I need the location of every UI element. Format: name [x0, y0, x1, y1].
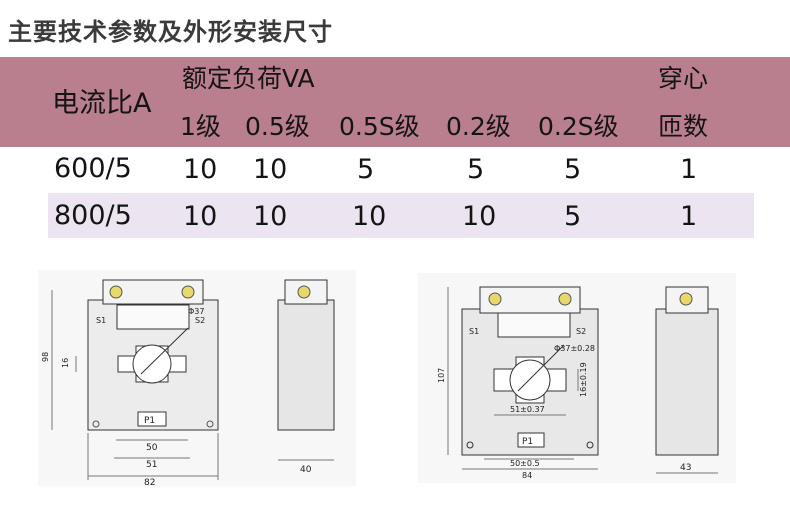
table-row-1-class-0-5: 10	[253, 154, 288, 185]
section-title: 主要技术参数及外形安装尺寸	[8, 18, 333, 46]
table-row-1-turns: 1	[680, 154, 698, 185]
window-dimension: 16	[61, 358, 70, 368]
front-view-right	[447, 286, 599, 470]
side-view-left	[277, 279, 335, 461]
depth-dimension: 40	[300, 465, 312, 475]
depth-dimension-right: 43	[680, 463, 691, 473]
height-dimension-right: 107	[437, 368, 446, 383]
drawing-left-svg: S1 S2 P1 Φ37 98 16 50 51 82 40	[41, 279, 335, 488]
s2-label-right: S2	[576, 327, 586, 336]
table-row-1-class-0-2s: 5	[564, 154, 582, 185]
turns-header-line1: 穿心	[658, 64, 709, 93]
load-column-header: 额定负荷VA	[182, 64, 315, 93]
slot-dimension-right: 51±0.37	[510, 405, 545, 414]
turns-header-line2: 匝数	[658, 112, 709, 141]
table-row-2-turns: 1	[680, 201, 698, 232]
bore-diameter-label-right: Φ37±0.28	[554, 344, 595, 353]
table-row-2-class-0-5: 10	[253, 201, 288, 232]
table-row-band-2	[48, 193, 754, 238]
table-row-1-ratio: 600/5	[54, 153, 132, 184]
side-view-right	[655, 286, 719, 474]
drawing-right: S1 S2 P1 Φ37±0.28 107 16±0.19 51±0.37 50…	[418, 273, 736, 483]
p1-label-right: P1	[522, 437, 533, 447]
table-row-1-class-1: 10	[183, 154, 218, 185]
width-82-dimension: 82	[144, 478, 155, 486]
table-row-1-class-0-2: 5	[467, 154, 485, 185]
class-header-0-2s: 0.2S级	[538, 112, 619, 141]
table-row-2-class-1: 10	[183, 201, 218, 232]
width-50-dimension-right: 50±0.5	[510, 459, 540, 468]
window-dimension-right: 16±0.19	[579, 362, 588, 397]
width-84-dimension-right: 84	[522, 471, 532, 480]
table-row-2-class-0-5s: 10	[352, 201, 387, 232]
spec-table-header	[0, 57, 790, 147]
s1-label-right: S1	[469, 327, 479, 336]
s2-label: S2	[195, 316, 205, 325]
class-header-1: 1级	[180, 112, 221, 141]
class-header-0-2: 0.2级	[446, 112, 511, 141]
width-50-dimension: 50	[146, 443, 158, 453]
width-51-dimension: 51	[146, 460, 157, 470]
s1-label: S1	[96, 316, 106, 325]
ratio-column-header: 电流比A	[52, 88, 152, 119]
class-header-0-5s: 0.5S级	[339, 112, 420, 141]
table-row-2-class-0-2: 10	[462, 201, 497, 232]
table-row-2-ratio: 800/5	[54, 200, 132, 231]
front-view-left	[51, 279, 219, 480]
table-row-band-1	[48, 147, 754, 192]
table-row-1-class-0-5s: 5	[357, 154, 375, 185]
p1-label: P1	[144, 416, 155, 426]
table-row-2-class-0-2s: 5	[564, 201, 582, 232]
class-header-0-5: 0.5级	[245, 112, 310, 141]
bore-diameter-label: Φ37	[188, 307, 204, 316]
drawing-right-svg: S1 S2 P1 Φ37±0.28 107 16±0.19 51±0.37 50…	[437, 286, 719, 480]
height-dimension: 98	[41, 352, 50, 362]
drawing-left: S1 S2 P1 Φ37 98 16 50 51 82 40	[38, 270, 356, 488]
